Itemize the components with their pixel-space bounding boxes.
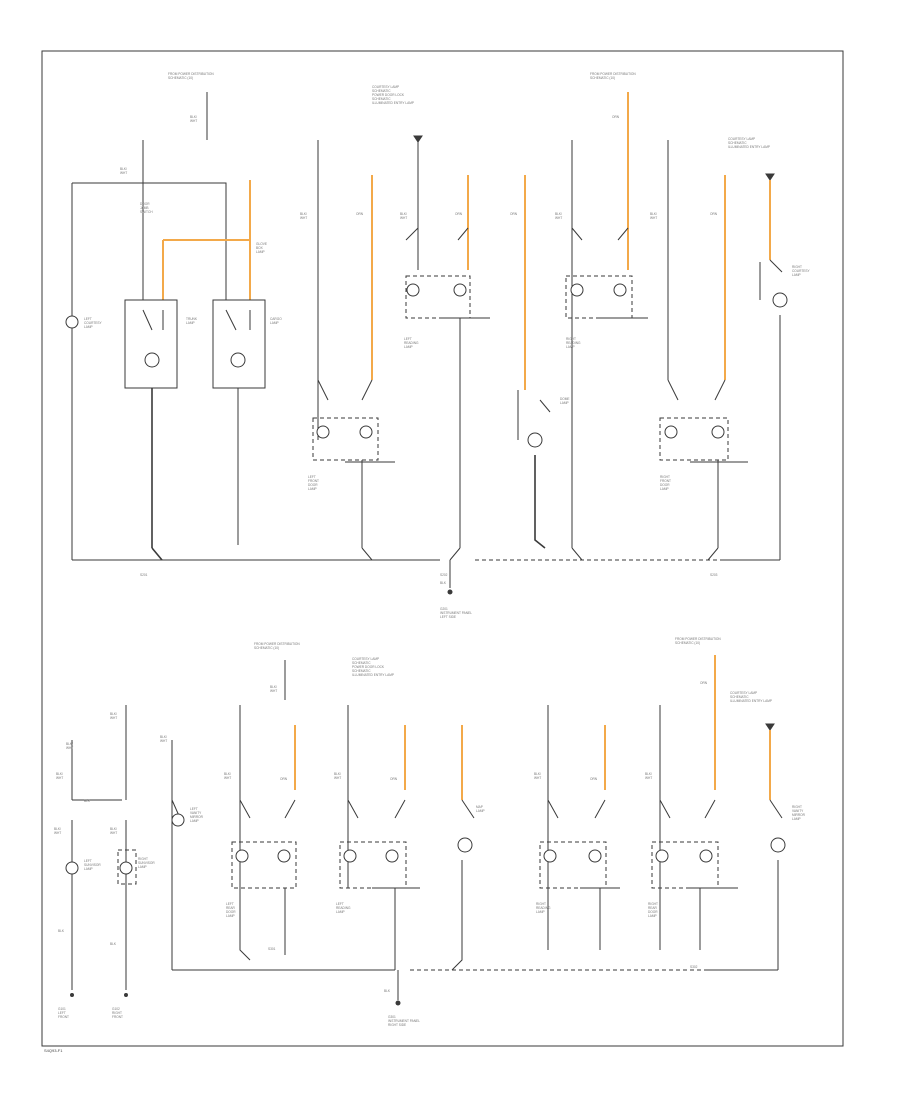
wire-label: ORN <box>590 777 598 781</box>
wire-label: BLK/WHT <box>56 772 63 780</box>
ground-symbol-bottom <box>395 1000 401 1006</box>
wire-label: BLK/WHT <box>645 772 652 780</box>
glove-box-module <box>124 299 178 389</box>
figure-id: S4Q93-F1 <box>44 1048 63 1053</box>
wire-label: BLK <box>440 581 447 585</box>
wire-label: BLK/WHT <box>120 167 127 175</box>
splice-label: S201 <box>140 573 148 577</box>
wire-label: BLK/WHT <box>650 212 657 220</box>
ground-symbol-top <box>447 589 453 595</box>
wire-label: BLK/WHT <box>160 735 167 743</box>
wire-label: BLK <box>58 929 65 933</box>
wire-label: BLK/WHT <box>334 772 341 780</box>
wire-label: BLK/WHT <box>534 772 541 780</box>
splice-label: S203 <box>710 573 718 577</box>
wire-label: BLK/WHT <box>224 772 231 780</box>
wire-label: ORN <box>390 777 398 781</box>
wire-label: ORN <box>710 212 718 216</box>
wire-label: ORN <box>612 115 620 119</box>
splice-label: S301 <box>268 947 276 951</box>
wire-label: ORN <box>455 212 463 216</box>
splice-label: S202 <box>440 573 448 577</box>
wire-label: BLK/WHT <box>190 115 197 123</box>
wire-label: ORN <box>356 212 364 216</box>
wire-label: BLK <box>110 942 117 946</box>
wire-label: BLK <box>84 799 91 803</box>
wire-label: BLK/WHT <box>270 685 277 693</box>
wire-label: BLK/WHT <box>54 827 61 835</box>
wire-label: BLK/WHT <box>400 212 407 220</box>
wire-label: BLK/WHT <box>110 827 117 835</box>
wire-label: ORN <box>510 212 518 216</box>
wire-label: BLK/WHT <box>555 212 562 220</box>
splice-label: S302 <box>690 965 698 969</box>
wire-label: BLK/WHT <box>66 742 73 750</box>
diagram-frame <box>41 50 844 1047</box>
wire-label: BLK <box>384 989 391 993</box>
wire-label: ORN <box>280 777 288 781</box>
wire-label: BLK/WHT <box>300 212 307 220</box>
wire-label: BLK/WHT <box>110 712 117 720</box>
wire-label: ORN <box>700 681 708 685</box>
